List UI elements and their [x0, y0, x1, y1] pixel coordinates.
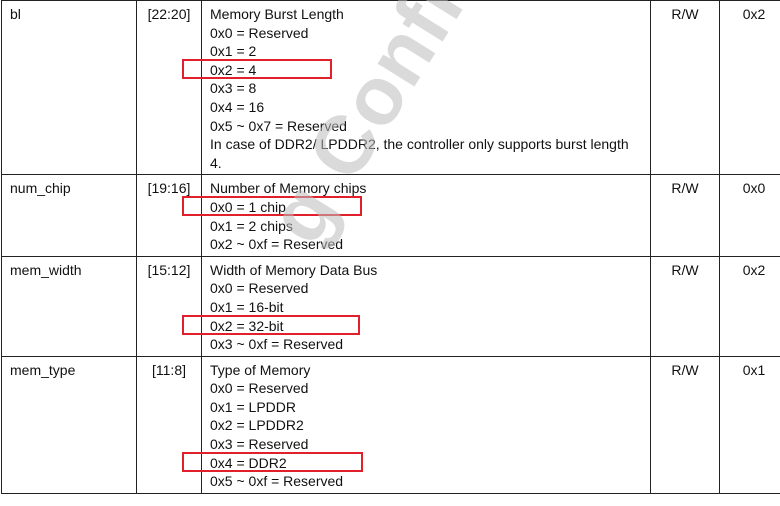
table-row-mem-type: mem_type [11:8] Type of Memory 0x0 = Res… [1, 355, 780, 494]
description-value: 0x2 = LPDDR2 [210, 417, 304, 434]
table-row-bl: bl [22:20] Memory Burst Length 0x0 = Res… [1, 0, 780, 176]
highlight-box [182, 195, 362, 216]
bit-range: [19:16] [136, 174, 202, 257]
description-value: 0x1 = 2 chips [210, 217, 293, 234]
description-value: 0x2 = 32-bit [182, 314, 642, 336]
access-type: R/W [650, 255, 720, 357]
default-value: 0x2 [719, 255, 780, 357]
description-value: 0x4 = 16 [210, 98, 265, 115]
description-value: 0x1 = 2 [210, 43, 257, 60]
bit-range: [22:20] [136, 0, 202, 176]
description-value: 0x0 = 1 chip [182, 195, 642, 217]
description-value: 0x0 = Reserved [210, 280, 309, 297]
description-title: Type of Memory [210, 361, 311, 378]
access-type: R/W [650, 174, 720, 257]
highlighted-value: 0x4 = DDR2 [182, 451, 363, 473]
description-title: Number of Memory chips [210, 180, 367, 197]
description-note: In case of DDR2/ LPDDR2, the controller … [210, 136, 629, 171]
description-value: 0x1 = LPDDR [210, 398, 296, 415]
description-value: 0x1 = 16-bit [210, 298, 284, 315]
description-value: 0x5 ~ 0xf = Reserved [210, 473, 344, 490]
bit-range: [15:12] [136, 255, 202, 357]
register-table: bl [22:20] Memory Burst Length 0x0 = Res… [1, 0, 780, 494]
default-value: 0x0 [719, 174, 780, 257]
description-value: 0x5 ~ 0x7 = Reserved [210, 117, 347, 134]
description-value: 0x4 = DDR2 [182, 451, 642, 473]
description-title: Width of Memory Data Bus [210, 261, 378, 278]
field-description: Number of Memory chips 0x0 = 1 chip 0x1 … [182, 174, 651, 257]
description-value: 0x0 = Reserved [210, 380, 309, 397]
field-description: Width of Memory Data Bus 0x0 = Reserved … [182, 255, 651, 357]
description-value: 0x2 ~ 0xf = Reserved [210, 236, 344, 253]
field-name: mem_width [1, 255, 137, 357]
highlight-box [182, 58, 332, 79]
description-title: Memory Burst Length [210, 6, 344, 22]
highlighted-value: 0x2 = 4 [182, 58, 332, 80]
description-value: 0x2 = 4 [182, 58, 642, 80]
field-name: bl [1, 0, 137, 176]
description-value: 0x3 ~ 0xf = Reserved [210, 336, 344, 353]
access-type: R/W [650, 355, 720, 494]
field-description: Type of Memory 0x0 = Reserved 0x1 = LPDD… [182, 355, 651, 494]
highlighted-value: 0x2 = 32-bit [182, 314, 360, 336]
bit-range: [11:8] [136, 355, 202, 494]
description-value: 0x3 = Reserved [210, 436, 309, 453]
default-value: 0x1 [719, 355, 780, 494]
description-value: 0x3 = 8 [210, 80, 257, 97]
field-name: num_chip [1, 174, 137, 257]
table-row-num-chip: num_chip [19:16] Number of Memory chips … [1, 174, 780, 257]
highlighted-value: 0x0 = 1 chip [182, 195, 362, 217]
table-row-mem-width: mem_width [15:12] Width of Memory Data B… [1, 255, 780, 357]
default-value: 0x2 [719, 0, 780, 176]
field-description: Memory Burst Length 0x0 = Reserved 0x1 =… [182, 0, 651, 176]
access-type: R/W [650, 0, 720, 176]
description-value: 0x0 = Reserved [210, 24, 309, 41]
highlight-box [182, 451, 363, 472]
highlight-box [182, 314, 360, 335]
field-name: mem_type [1, 355, 137, 494]
